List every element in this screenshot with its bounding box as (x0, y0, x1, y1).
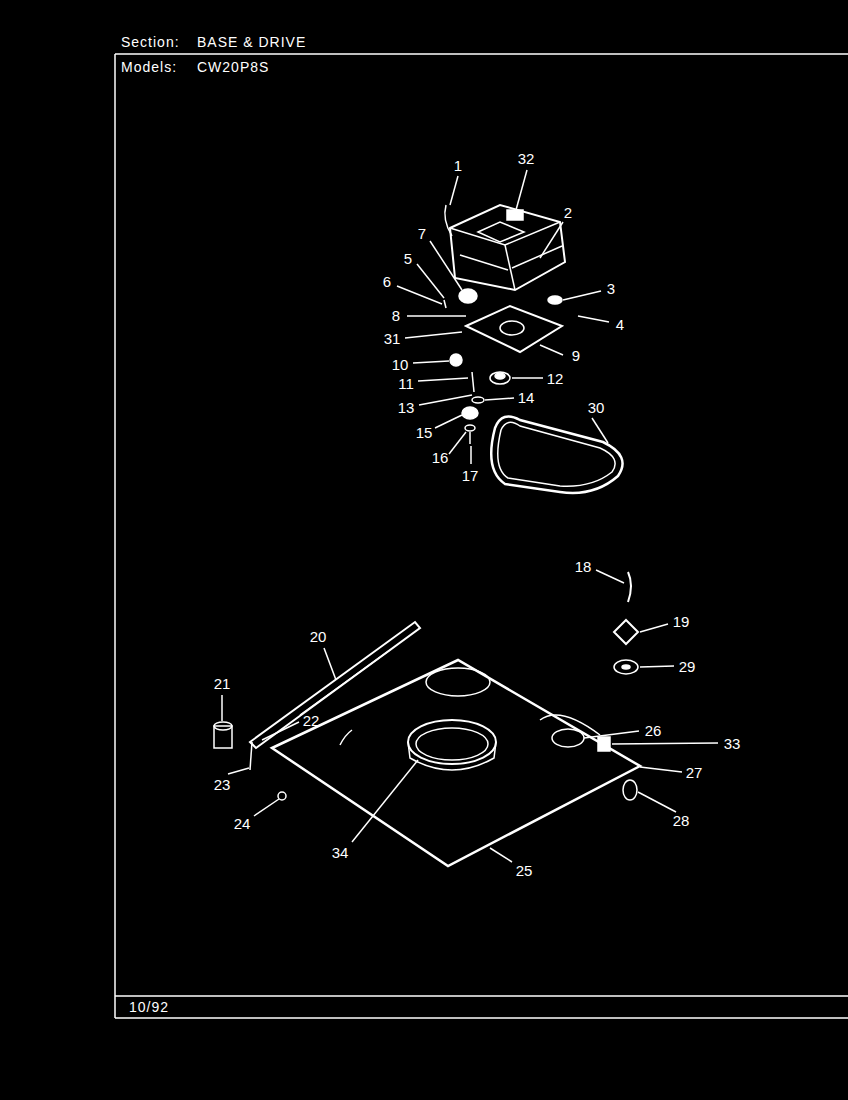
callout-number: 23 (214, 777, 231, 792)
callout-number: 26 (645, 723, 662, 738)
callout-number: 21 (214, 676, 231, 691)
header-text: CW20P8S (197, 60, 269, 74)
callout-number: 8 (392, 308, 400, 323)
callout-number: 3 (607, 281, 615, 296)
callout-number: 7 (418, 226, 426, 241)
callout-number: 10 (392, 357, 409, 372)
header-text: Models: (121, 60, 177, 74)
callout-number: 11 (398, 376, 414, 391)
callout-number: 28 (673, 813, 690, 828)
callout-number: 9 (572, 348, 580, 363)
header-text: 10/92 (129, 1000, 169, 1014)
callout-number: 25 (516, 863, 533, 878)
callout-number: 2 (564, 205, 572, 220)
callout-number: 29 (679, 659, 696, 674)
callout-number: 19 (673, 614, 690, 629)
callout-number: 30 (588, 400, 605, 415)
callout-number: 16 (432, 450, 449, 465)
callout-number: 5 (404, 251, 412, 266)
callout-number: 32 (518, 151, 535, 166)
callout-number: 6 (383, 274, 391, 289)
callout-number: 27 (686, 765, 703, 780)
header-text: Section: (121, 35, 180, 49)
callout-number: 33 (724, 736, 741, 751)
callout-number: 13 (398, 400, 415, 415)
callout-number: 34 (332, 845, 349, 860)
callout-number: 14 (518, 390, 535, 405)
header-text: BASE & DRIVE (197, 35, 306, 49)
callout-number: 17 (462, 468, 479, 483)
callout-number: 15 (416, 425, 433, 440)
callout-number: 22 (303, 713, 320, 728)
callout-number: 20 (310, 629, 327, 644)
callout-number: 24 (234, 816, 251, 831)
callout-number: 12 (547, 371, 564, 386)
callout-number: 18 (575, 559, 592, 574)
callout-number: 4 (616, 317, 624, 332)
callout-number: 1 (454, 158, 462, 173)
callout-number: 31 (384, 331, 401, 346)
